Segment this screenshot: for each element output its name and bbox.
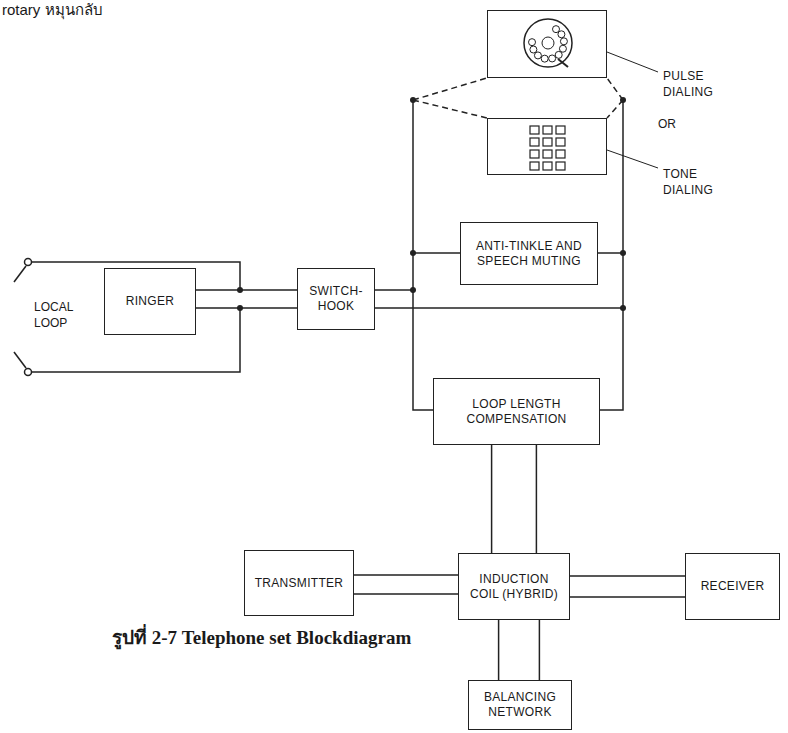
leader-line <box>607 150 658 168</box>
receiver-box: RECEIVER <box>685 553 780 620</box>
network-box: BALANCING NETWORK <box>468 680 572 730</box>
leader-line <box>607 52 658 72</box>
terminal <box>25 369 32 376</box>
box-text: BALANCING NETWORK <box>475 690 565 720</box>
dialing-label: TONE DIALING <box>663 167 743 198</box>
junction-dot <box>410 97 416 103</box>
dialing-label: PULSE DIALING <box>663 69 743 100</box>
rotary-dial-icon <box>518 15 578 71</box>
process-box: ANTI-TINKLE AND SPEECH MUTING <box>460 222 598 285</box>
wire-pair <box>570 576 685 597</box>
keypad-icon <box>518 123 578 179</box>
wire-pair <box>196 290 297 308</box>
tone-dial-box: TONE DIALING <box>487 118 607 175</box>
wire-pair <box>499 620 540 680</box>
wire <box>413 252 460 254</box>
box-text: RECEIVER <box>701 579 765 594</box>
wire <box>14 352 26 368</box>
wires <box>14 52 658 410</box>
hybrid-box: INDUCTION COIL (HYBRID) <box>458 553 570 620</box>
box-text: SWITCH-HOOK <box>304 284 368 314</box>
junction-dot <box>410 287 416 293</box>
junction-dot <box>620 305 626 311</box>
junction-dot <box>620 250 626 256</box>
box-text: INDUCTION COIL (HYBRID) <box>465 572 563 602</box>
note-text: rotary หมุนกลับ <box>2 0 103 20</box>
terminal <box>25 259 32 266</box>
box-text: TRANSMITTER <box>255 576 344 591</box>
wire-pair <box>492 445 537 553</box>
box-text: ANTI-TINKLE AND SPEECH MUTING <box>467 239 591 269</box>
box-text: RINGER <box>126 294 174 309</box>
junctions <box>237 97 626 311</box>
switch-hook-box: SWITCH-HOOK <box>297 268 375 330</box>
wire-pair <box>354 575 458 594</box>
wire <box>375 307 623 309</box>
or-text: OR <box>658 117 676 133</box>
junction-dot <box>410 250 416 256</box>
wire <box>375 289 413 291</box>
process-box: LOOP LENGTH COMPENSATION <box>433 378 600 445</box>
pulse-dial-box: PULSE DIALING <box>487 10 607 78</box>
wire <box>14 266 26 282</box>
wire <box>598 252 623 254</box>
transmitter-box: TRANSMITTER <box>244 550 354 616</box>
rail <box>413 100 433 410</box>
junction-dot <box>620 97 626 103</box>
figure-caption: รูปที่ 2-7 Telephone set Blockdiagram <box>112 622 411 652</box>
ringer-box: RINGER <box>104 268 196 335</box>
box-text: LOOP LENGTH COMPENSATION <box>440 397 593 427</box>
dashed-option <box>413 78 623 118</box>
terminal-label: LOCAL LOOP <box>34 300 84 331</box>
